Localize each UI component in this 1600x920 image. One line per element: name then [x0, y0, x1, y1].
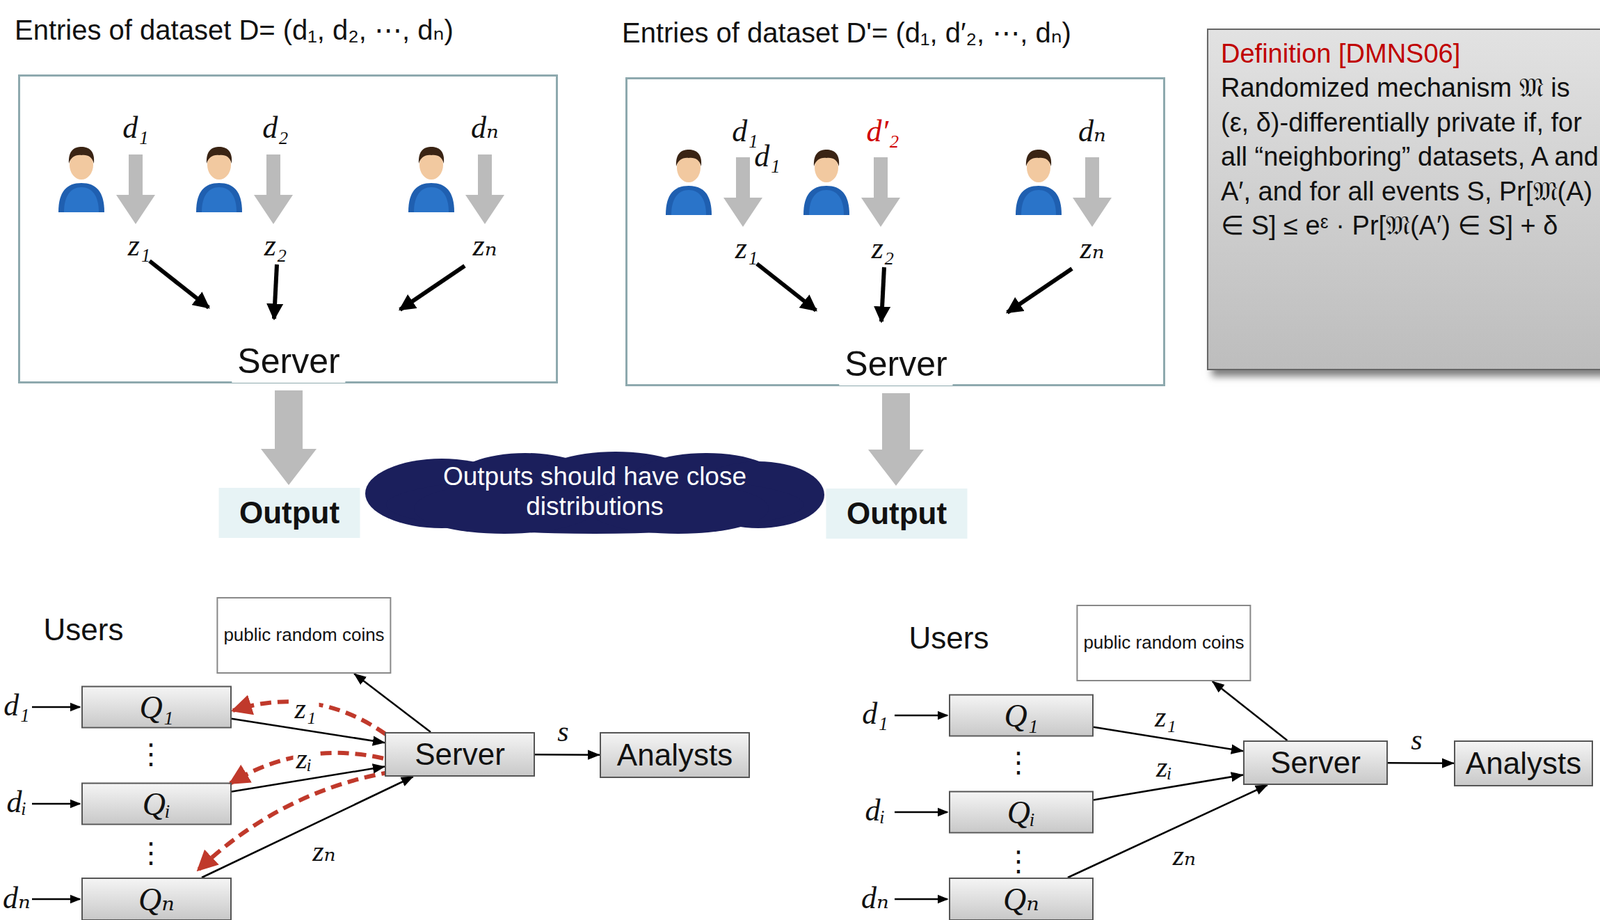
- math-label: d₁: [3, 687, 30, 723]
- ellipsis-mark: ⋮: [137, 836, 165, 869]
- math-label: dₙ: [470, 109, 499, 146]
- node-text: Server: [844, 343, 947, 384]
- node-text: public random coins: [223, 624, 384, 646]
- math-label: d₂: [262, 109, 288, 146]
- definition-heading: Definition [DMNS06]: [1220, 36, 1461, 71]
- node-text: Q₁: [1003, 697, 1038, 734]
- ellipsis-mark: ⋮: [1004, 844, 1033, 877]
- node-text: Qₙ: [138, 880, 175, 918]
- users-top-right: [665, 149, 1112, 322]
- definition-body: Randomized mechanism 𝔐 is (ε, δ)-differe…: [1220, 70, 1600, 243]
- node-text: Analysts: [1465, 745, 1582, 781]
- group-label: Users: [909, 620, 990, 656]
- math-label: d₁: [754, 138, 780, 174]
- cloud-callout: Outputs should have close distributions: [365, 450, 825, 534]
- math-label: zₙ: [473, 226, 498, 263]
- math-label: dᵢ: [6, 784, 28, 820]
- flow-arrow: [260, 390, 317, 485]
- server-box: Server: [384, 731, 535, 777]
- math-label: dₙ: [1078, 112, 1107, 149]
- analysts-box: Analysts: [1453, 740, 1594, 787]
- randomizer-box: Qₙ: [948, 877, 1094, 920]
- message-arrow: [1067, 784, 1268, 878]
- math-label: d₁: [861, 695, 888, 732]
- node-text: Outputs should have close distributions: [413, 461, 776, 522]
- coins-box: public random coins: [1076, 604, 1251, 682]
- output-box: Output: [826, 488, 968, 539]
- edge-label: zₙ: [309, 834, 339, 866]
- node-text: Server: [414, 736, 506, 772]
- edge-label: zₙ: [1170, 838, 1199, 870]
- node-text: Server: [237, 340, 340, 382]
- panel-heading: Entries of dataset D'= (d₁, d′₂, ⋯, dₙ): [621, 16, 1072, 49]
- math-label: z₂: [264, 227, 287, 263]
- randomizer-box: Q₁: [948, 694, 1094, 737]
- node-text: Qᵢ: [142, 785, 172, 823]
- math-label: dₙ: [861, 879, 890, 916]
- edge-label: zᵢ: [1153, 750, 1175, 782]
- input-arrows: [32, 706, 948, 899]
- panel-heading: Entries of dataset D= (d₁, d₂, ⋯, dₙ): [14, 13, 454, 46]
- message-arrow: [1212, 681, 1288, 741]
- node-text: Qᵢ: [1007, 793, 1036, 831]
- flow-arrow: [868, 393, 924, 486]
- edge-label: s: [1408, 723, 1425, 755]
- math-label: dₙ: [2, 879, 31, 916]
- randomizer-box: Q₁: [81, 685, 232, 729]
- message-arrow: [1387, 761, 1454, 764]
- definition-box: Definition [DMNS06]Randomized mechanism …: [1206, 28, 1600, 371]
- message-arrow: [534, 753, 600, 756]
- message-arrow: [201, 776, 414, 878]
- node-text: Qₙ: [1003, 880, 1040, 918]
- server-box: Server: [1243, 740, 1388, 785]
- math-label: z₁: [735, 230, 758, 266]
- server-label: Server: [838, 342, 953, 386]
- node-text: Output: [846, 496, 947, 531]
- node-text: Output: [239, 495, 340, 531]
- math-label: d₁: [731, 113, 758, 149]
- analysts-box: Analysts: [599, 731, 750, 778]
- math-label: d′₂: [866, 113, 900, 149]
- node-text: public random coins: [1083, 631, 1244, 654]
- math-label: dᵢ: [865, 792, 886, 828]
- math-label: z₂: [871, 230, 894, 266]
- randomizer-box: Qₙ: [81, 877, 232, 920]
- edge-label: s: [554, 715, 572, 746]
- math-label: d₁: [122, 109, 149, 146]
- ellipsis-mark: ⋮: [137, 737, 165, 770]
- node-text: Server: [1270, 745, 1361, 780]
- edge-label: z₁: [292, 692, 320, 724]
- coins-box: public random coins: [216, 596, 391, 674]
- ellipsis-mark: ⋮: [1004, 745, 1033, 778]
- math-label: z₁: [128, 227, 151, 263]
- edge-label: z₁: [1152, 701, 1180, 732]
- math-label: zₙ: [1080, 229, 1105, 266]
- node-text: Analysts: [617, 737, 733, 773]
- server-label: Server: [231, 339, 346, 383]
- randomizer-box: Qᵢ: [948, 790, 1094, 834]
- output-box: Output: [219, 487, 361, 538]
- group-label: Users: [43, 612, 124, 647]
- randomizer-box: Qᵢ: [81, 782, 232, 826]
- node-text: Q₁: [139, 688, 174, 726]
- users-top-left: [58, 146, 505, 319]
- edge-label: zᵢ: [293, 742, 316, 773]
